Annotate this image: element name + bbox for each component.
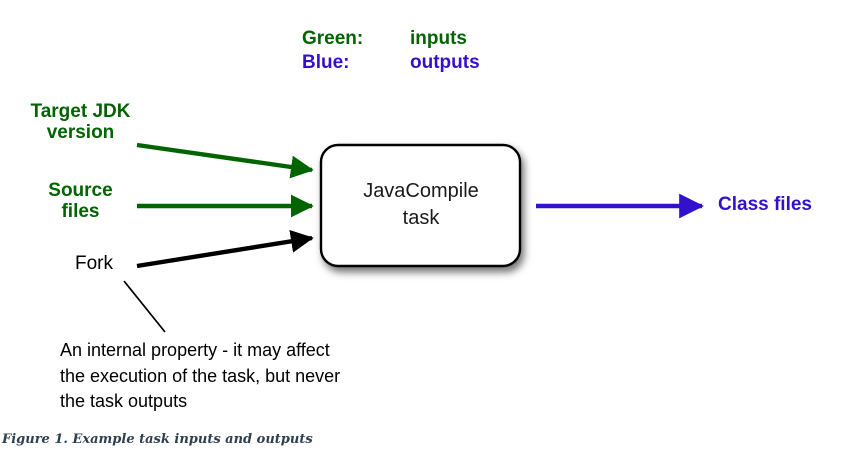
figure-caption: Figure 1. Example task inputs and output… <box>2 432 313 447</box>
legend-value-outputs: outputs <box>410 52 480 73</box>
fork-annotation-note: An internal property - it may affect the… <box>60 340 341 412</box>
black-arrow-fork <box>136 230 314 269</box>
output-label-class-files: Class files <box>718 194 812 215</box>
green-arrow-target-jdk <box>136 142 314 179</box>
legend-value-inputs: inputs <box>410 28 467 49</box>
input-label-fork: Fork <box>75 253 113 274</box>
javacompile-task-box <box>319 143 522 268</box>
input-label-source-files: Source files <box>48 180 113 223</box>
fork-annotation-leader-line <box>123 280 166 333</box>
input-label-target-jdk-version: Target JDK version <box>30 101 131 144</box>
legend-key-blue: Blue: <box>302 52 350 73</box>
legend-key-green: Green: <box>302 28 364 49</box>
task-box-label: JavaCompile task <box>363 180 479 229</box>
